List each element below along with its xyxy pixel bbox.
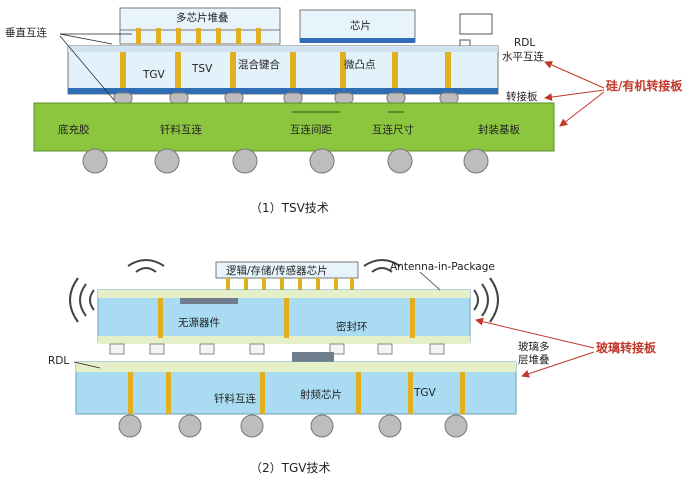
label-tgv: TGV [142, 69, 166, 81]
tgv-section: 逻辑/存储/传感器芯片 Antenna-in-Package 无源器件 密封环 … [48, 259, 657, 475]
package-substrate [33, 102, 555, 152]
label-seal-ring: 密封环 [336, 320, 368, 333]
bga-balls-tgv [118, 414, 468, 438]
label-pitch: 互连间距 [290, 123, 332, 136]
rf-chip [292, 352, 334, 362]
label-substrate: 封装基板 [478, 123, 520, 136]
chip-stack-pillars [136, 28, 261, 44]
antenna-signal-top-left [127, 259, 165, 273]
label-chip-stack: 多芯片堆叠 [176, 11, 229, 24]
label-horizontal-interconnect: 水平互连 [502, 50, 544, 63]
label-interposer: 转接板 [506, 90, 538, 103]
logic-chip [215, 261, 359, 279]
label-rdl-tgv: RDL [48, 355, 69, 367]
mid-bumps [109, 343, 445, 355]
antenna-signal-left [69, 277, 95, 323]
label-glass-interposer: 玻璃转接板 [596, 340, 657, 355]
rdl-chip [459, 13, 493, 35]
label-tsv: TSV [191, 63, 213, 75]
antenna-signal-top-right [363, 259, 401, 273]
label-hybrid-bonding: 混合键合 [238, 58, 280, 71]
tsv-vias [120, 52, 451, 88]
label-vertical-interconnect: 垂直互连 [5, 26, 47, 39]
label-passive: 无源器件 [178, 316, 220, 329]
caption-tsv: （1）TSV技术 [250, 201, 329, 215]
tsv-section: 多芯片堆叠 芯片 垂直互连 TGV TSV 混合键合 微凸点 RDL 水平互连 … [5, 7, 683, 215]
label-chip: 芯片 [350, 19, 371, 32]
passive-device [180, 298, 238, 304]
label-tgv-via: TGV [413, 387, 437, 399]
label-microbump: 微凸点 [344, 58, 376, 71]
solder-bumps-top [113, 92, 459, 104]
bga-balls-tsv [82, 148, 489, 174]
caption-tgv: （2）TGV技术 [250, 461, 330, 475]
label-si-organic-interposer: 硅/有机转接板 [606, 78, 683, 93]
label-underfill: 底充胶 [58, 123, 90, 136]
antenna-signal-right [473, 277, 499, 323]
label-aip: Antenna-in-Package [390, 261, 495, 273]
label-glass-stack-2: 层堆叠 [518, 354, 550, 366]
label-logic-chip: 逻辑/存储/传感器芯片 [226, 264, 328, 277]
label-solder-tgv: 钎料互连 [214, 392, 256, 405]
label-rdl: RDL [514, 37, 535, 49]
label-size: 互连尺寸 [372, 123, 414, 136]
label-rf-chip: 射频芯片 [300, 388, 342, 401]
label-solder-interconnect: 钎料互连 [160, 123, 202, 136]
label-glass-stack-1: 玻璃多 [518, 340, 550, 353]
interposer [67, 45, 499, 95]
